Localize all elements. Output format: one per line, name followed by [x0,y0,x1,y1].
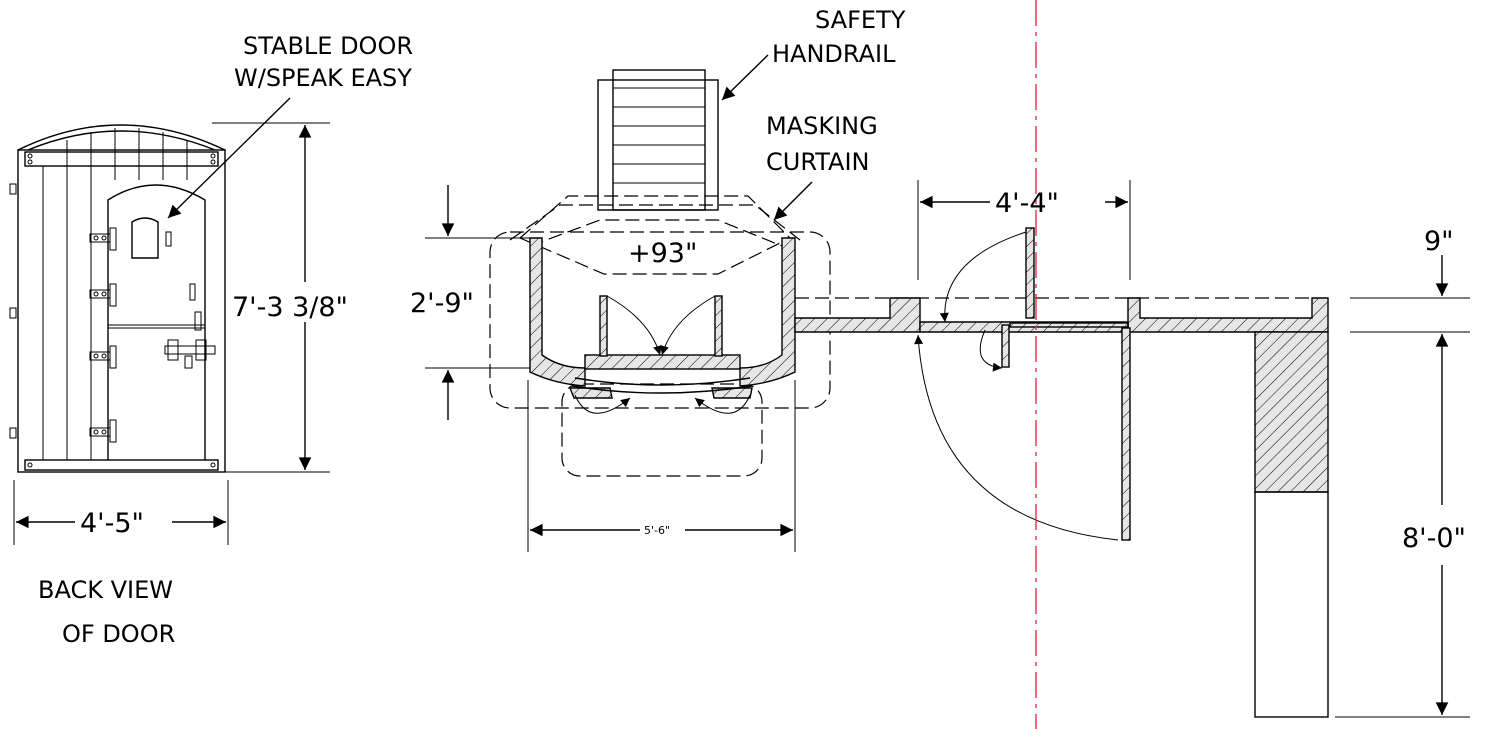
hinge-icon [89,227,117,443]
dimension-door-height: 7'-3 3/8" [212,122,348,473]
safety-handrail-label-line1: SAFETY [815,6,906,34]
door-swing-width-text: 4'-4" [995,188,1059,219]
booth-plan [425,0,1470,729]
step-height-text: 9" [1424,226,1454,257]
bolt-latch-icon [164,311,216,369]
stage-height-text: 8'-0" [1402,523,1466,554]
back-view-label-line1: BACK VIEW [38,576,173,604]
masking-curtain-label-line1: MASKING [766,112,878,140]
booth-depth-text: 2'-9" [410,288,474,319]
door-width-text: 4'-5" [80,508,144,539]
stable-door-label-line1: STABLE DOOR [243,32,413,60]
booth-height-text: +93" [628,238,697,269]
door-height-text: 7'-3 3/8" [232,292,348,323]
safety-handrail-label-line2: HANDRAIL [772,40,896,68]
masking-curtain-label-line2: CURTAIN [766,148,870,176]
booth-width-text: 5'-6" [644,524,670,537]
back-view-of-door [9,124,226,473]
back-view-label-line2: OF DOOR [62,620,175,648]
stable-door-label-line2: W/SPEAK EASY [234,64,412,92]
dimension-door-width: 4'-5" [13,480,229,545]
